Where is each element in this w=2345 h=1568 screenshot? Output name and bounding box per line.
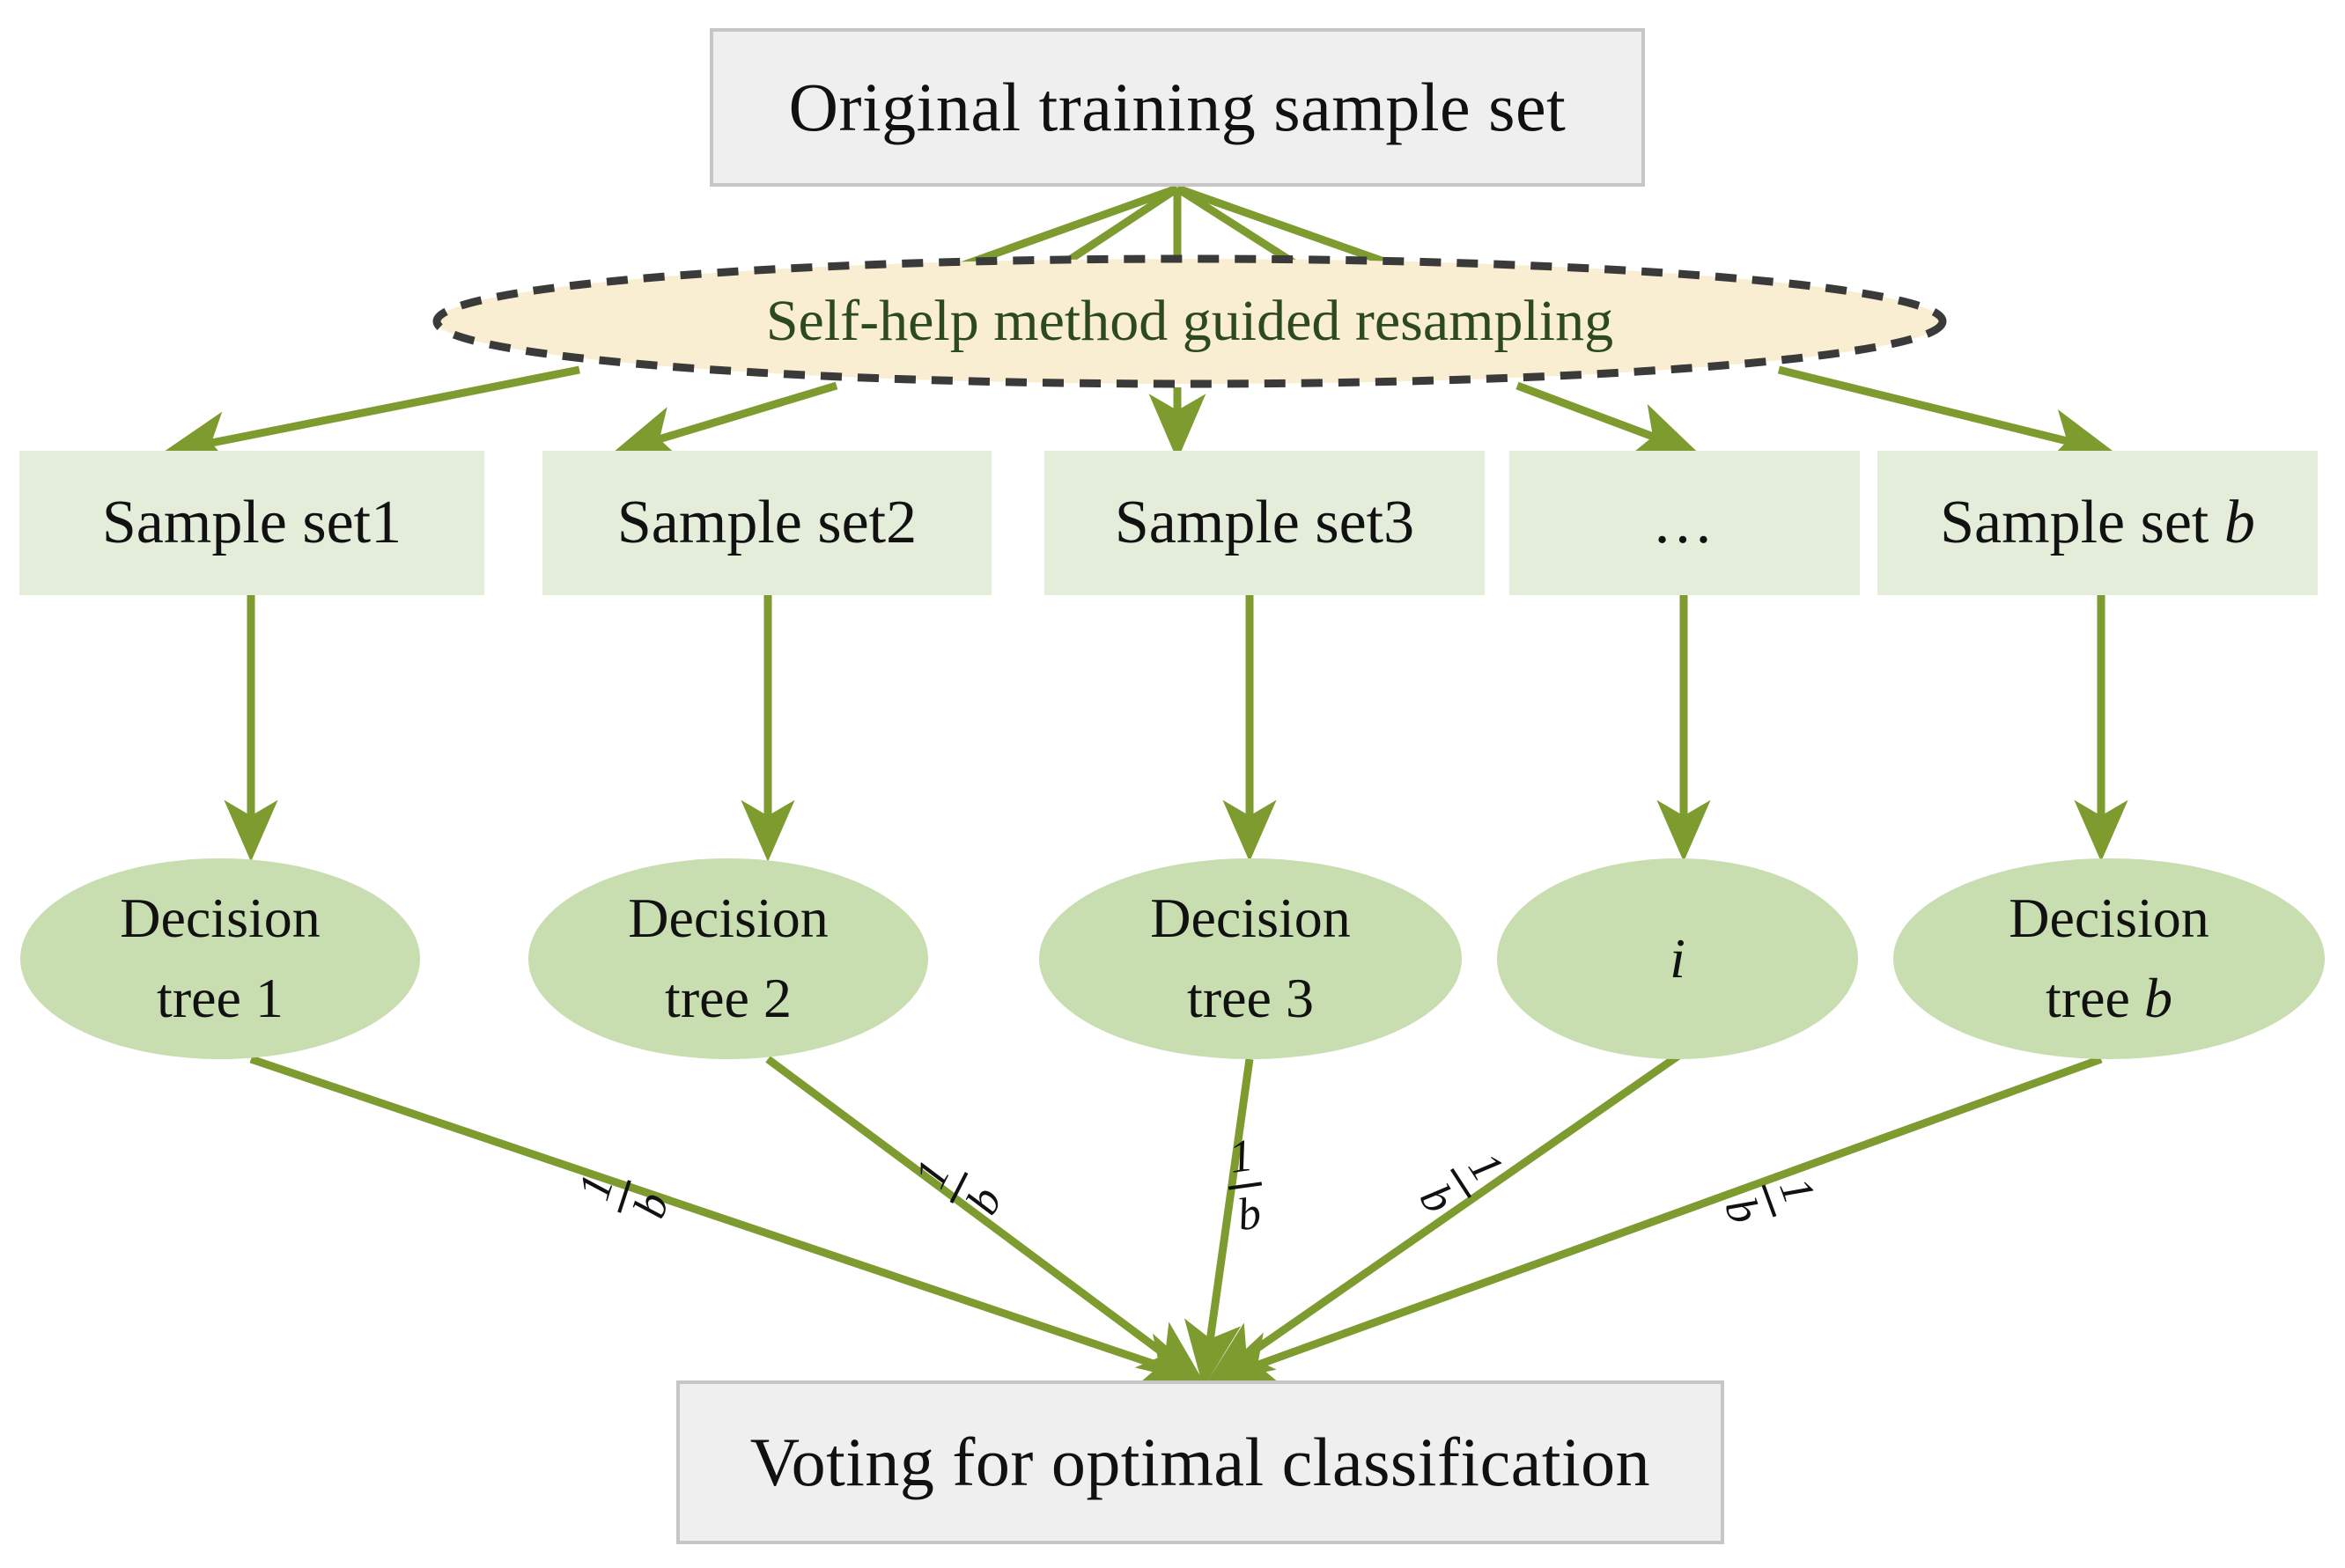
edges-samples-to-trees <box>224 595 2128 862</box>
sample-set-label-b: Sample set b <box>1940 489 2255 556</box>
sample-set-label-3: Sample set3 <box>1114 489 1415 556</box>
sample-set-box-ellipsis[interactable]: … <box>1509 451 1860 595</box>
decision-tree-ellipse-1[interactable]: Decision tree 1 <box>20 858 420 1059</box>
decision-tree-label-b-line1: Decision <box>2009 887 2209 950</box>
vote-weight-3-numerator: 1 <box>1226 1130 1257 1183</box>
decision-tree-ellipse-i[interactable]: i <box>1497 858 1858 1059</box>
sample-set-box-1[interactable]: Sample set1 <box>19 451 484 595</box>
sample-set-box-3[interactable]: Sample set3 <box>1044 451 1485 595</box>
self-help-resampling-ellipse[interactable]: Self-help method guided resampling <box>431 254 1948 389</box>
resampling-ellipse-shape <box>432 254 1947 388</box>
decision-tree-ellipse-2[interactable]: Decision tree 2 <box>528 858 928 1059</box>
original-training-sample-set-box[interactable]: Original training sample set <box>710 28 1645 187</box>
edges-trees-to-vote <box>249 1049 2103 1388</box>
voting-for-optimal-classification-box[interactable]: Voting for optimal classification <box>676 1380 1724 1544</box>
decision-tree-ellipse-b[interactable]: Decision tree b <box>1893 858 2325 1059</box>
sample-set-label-2: Sample set2 <box>616 489 918 556</box>
sample-set-box-b[interactable]: Sample set b <box>1877 451 2318 595</box>
decision-tree-label-1-line2: tree 1 <box>157 967 284 1029</box>
decision-tree-label-b-line2: tree b <box>2046 967 2172 1029</box>
decision-tree-label-3-line2: tree 3 <box>1187 967 1314 1029</box>
decision-tree-label-i: i <box>1670 926 1685 990</box>
decision-tree-label-3-line1: Decision <box>1150 887 1351 950</box>
sample-set-label-1: Sample set1 <box>101 489 402 556</box>
vote-weight-3-denominator: b <box>1234 1188 1265 1241</box>
sample-set-box-2[interactable]: Sample set2 <box>542 451 992 595</box>
decision-tree-ellipse-3[interactable]: Decision tree 3 <box>1039 858 1462 1059</box>
sample-set-label-ellipsis: … <box>1652 489 1717 556</box>
edges-resampling-to-samples <box>162 365 2116 468</box>
original-training-sample-set-label: Original training sample set <box>788 69 1567 145</box>
self-help-resampling-label: Self-help method guided resampling <box>765 289 1614 353</box>
decision-tree-label-1-line1: Decision <box>120 887 321 950</box>
voting-for-optimal-classification-label: Voting for optimal classification <box>749 1424 1651 1500</box>
decision-tree-label-2-line1: Decision <box>628 887 829 950</box>
decision-tree-label-2-line2: tree 2 <box>665 967 792 1029</box>
